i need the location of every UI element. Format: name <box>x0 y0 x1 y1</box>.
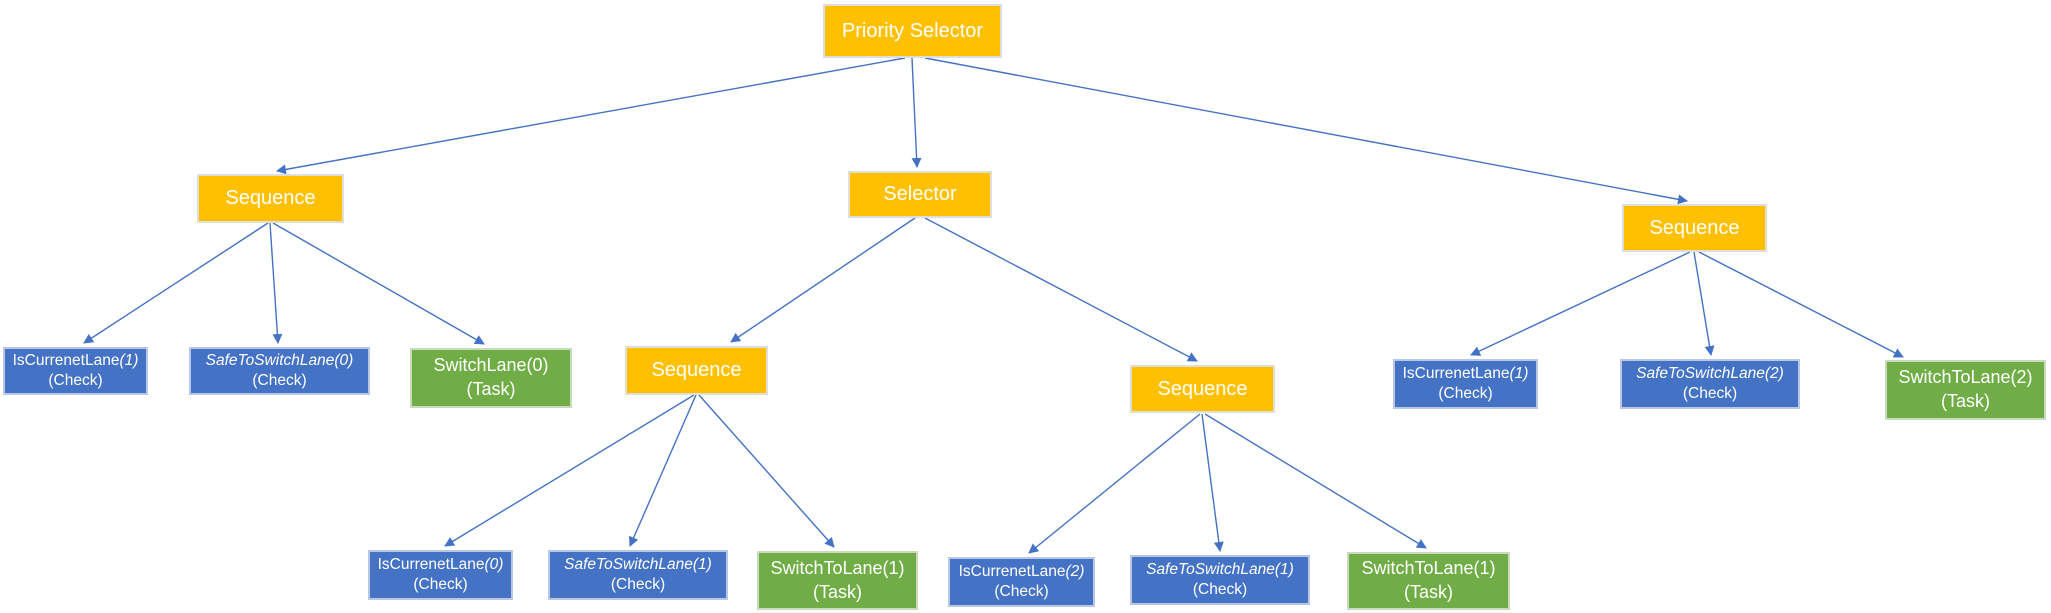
node-title: IsCurrenetLane(1) <box>13 351 139 371</box>
node-name-suffix: (1) <box>1509 364 1529 382</box>
node-title: SwitchToLane(1) <box>1361 558 1496 579</box>
edge-seqmidleft-check2 <box>629 394 697 547</box>
node-task-switchtolane-1-left: SwitchToLane(1) (Task) <box>757 551 918 610</box>
node-check-safetoswitchlane-1-right: SafeToSwitchLane(1) (Check) <box>1130 555 1310 605</box>
node-name-suffix: SafeToSwitchLane(1) <box>1146 560 1294 578</box>
node-priority-selector: Priority Selector <box>823 4 1002 58</box>
node-sequence-right: Sequence <box>1622 204 1767 252</box>
node-task-switchlane-0: SwitchLane(0) (Task) <box>410 348 572 408</box>
edge-seqmidleft-check1 <box>444 394 695 547</box>
node-check-iscurrenetlane-2: IsCurrenetLane(2) (Check) <box>948 557 1095 607</box>
edge-seqleft-check2 <box>269 222 283 344</box>
node-label: Sequence <box>225 187 316 210</box>
node-name: IsCurrenetLane <box>12 351 120 369</box>
edge-seqright-check1 <box>1470 251 1691 356</box>
node-kind: (Check) <box>48 372 103 389</box>
node-kind: (Check) <box>610 576 666 593</box>
node-selector: Selector <box>848 171 992 218</box>
node-label: Sequence <box>651 359 742 382</box>
node-check-iscurrenetlane-0: IsCurrenetLane(0) (Check) <box>368 550 513 600</box>
node-title: IsCurrenetLane(1) <box>1403 364 1529 384</box>
edge-root-selector <box>911 57 922 168</box>
node-label: Sequence <box>1649 216 1740 239</box>
node-name-suffix: SafeToSwitchLane(1) <box>564 555 712 573</box>
node-check-safetoswitchlane-0: SafeToSwitchLane(0) (Check) <box>189 347 370 395</box>
edge-seqleft-check1 <box>83 222 269 344</box>
node-task-switchtolane-1-right: SwitchToLane(1) (Task) <box>1347 552 1510 610</box>
node-title: SafeToSwitchLane(0) <box>206 351 354 371</box>
node-title: IsCurrenetLane(2) <box>959 562 1085 582</box>
edge-seqright-task <box>1698 251 1904 358</box>
node-kind: (Task) <box>466 379 516 399</box>
node-name-suffix: (1) <box>119 351 139 369</box>
node-name: IsCurrenetLane <box>958 562 1066 580</box>
node-title: SafeToSwitchLane(2) <box>1636 364 1784 384</box>
node-title: SwitchToLane(1) <box>770 557 905 578</box>
edge-root-seq-left <box>276 57 906 175</box>
edge-seqmidright-check2 <box>1201 413 1224 552</box>
edge-root-seq-right <box>924 57 1688 205</box>
node-kind: (Check) <box>1682 385 1738 402</box>
node-title: IsCurrenetLane(0) <box>378 555 504 575</box>
node-title: SwitchToLane(2) <box>1898 367 2033 388</box>
node-kind: (Check) <box>1438 385 1493 402</box>
edge-seqright-check2 <box>1693 251 1715 356</box>
node-name-suffix: SafeToSwitchLane(2) <box>1636 364 1784 382</box>
edge-seqmidleft-task <box>698 394 835 548</box>
node-check-safetoswitchlane-2: SafeToSwitchLane(2) (Check) <box>1620 359 1800 409</box>
node-name-suffix: SafeToSwitchLane(0) <box>205 351 354 369</box>
node-task-switchtolane-2: SwitchToLane(2) (Task) <box>1885 360 2046 420</box>
node-name-suffix: (2) <box>1065 562 1085 580</box>
edge-selector-seqmidright <box>924 217 1198 362</box>
node-sequence-mid-right: Sequence <box>1130 365 1275 413</box>
node-title: SwitchLane(0) <box>433 355 549 376</box>
node-title: SafeToSwitchLane(1) <box>1146 560 1294 580</box>
node-kind: (Task) <box>1941 391 1990 411</box>
node-kind: (Check) <box>994 583 1049 600</box>
node-kind: (Check) <box>252 372 307 389</box>
node-sequence-mid-left: Sequence <box>625 346 768 395</box>
node-kind: (Task) <box>1404 582 1453 602</box>
node-label: Sequence <box>1157 377 1248 400</box>
edge-selector-seqmidleft <box>730 217 916 343</box>
node-check-iscurrenetlane-1-left: IsCurrenetLane(1) (Check) <box>3 347 148 395</box>
node-kind: (Check) <box>413 576 468 593</box>
edge-seqmidright-check1 <box>1028 413 1201 554</box>
node-label: Priority Selector <box>841 19 984 42</box>
node-title: SafeToSwitchLane(1) <box>564 555 712 575</box>
node-name: IsCurrenetLane <box>377 555 485 573</box>
node-label: Selector <box>883 183 957 206</box>
node-check-safetoswitchlane-1-left: SafeToSwitchLane(1) (Check) <box>548 550 728 600</box>
node-kind: (Check) <box>1192 581 1248 598</box>
edge-seqmidright-task <box>1204 413 1427 549</box>
node-name: IsCurrenetLane <box>1402 364 1510 382</box>
node-kind: (Task) <box>813 581 862 602</box>
edge-seqleft-task <box>272 222 485 345</box>
node-check-iscurrenetlane-1-right: IsCurrenetLane(1) (Check) <box>1393 359 1538 409</box>
node-name-suffix: (0) <box>484 555 504 573</box>
node-sequence-left: Sequence <box>197 174 344 223</box>
